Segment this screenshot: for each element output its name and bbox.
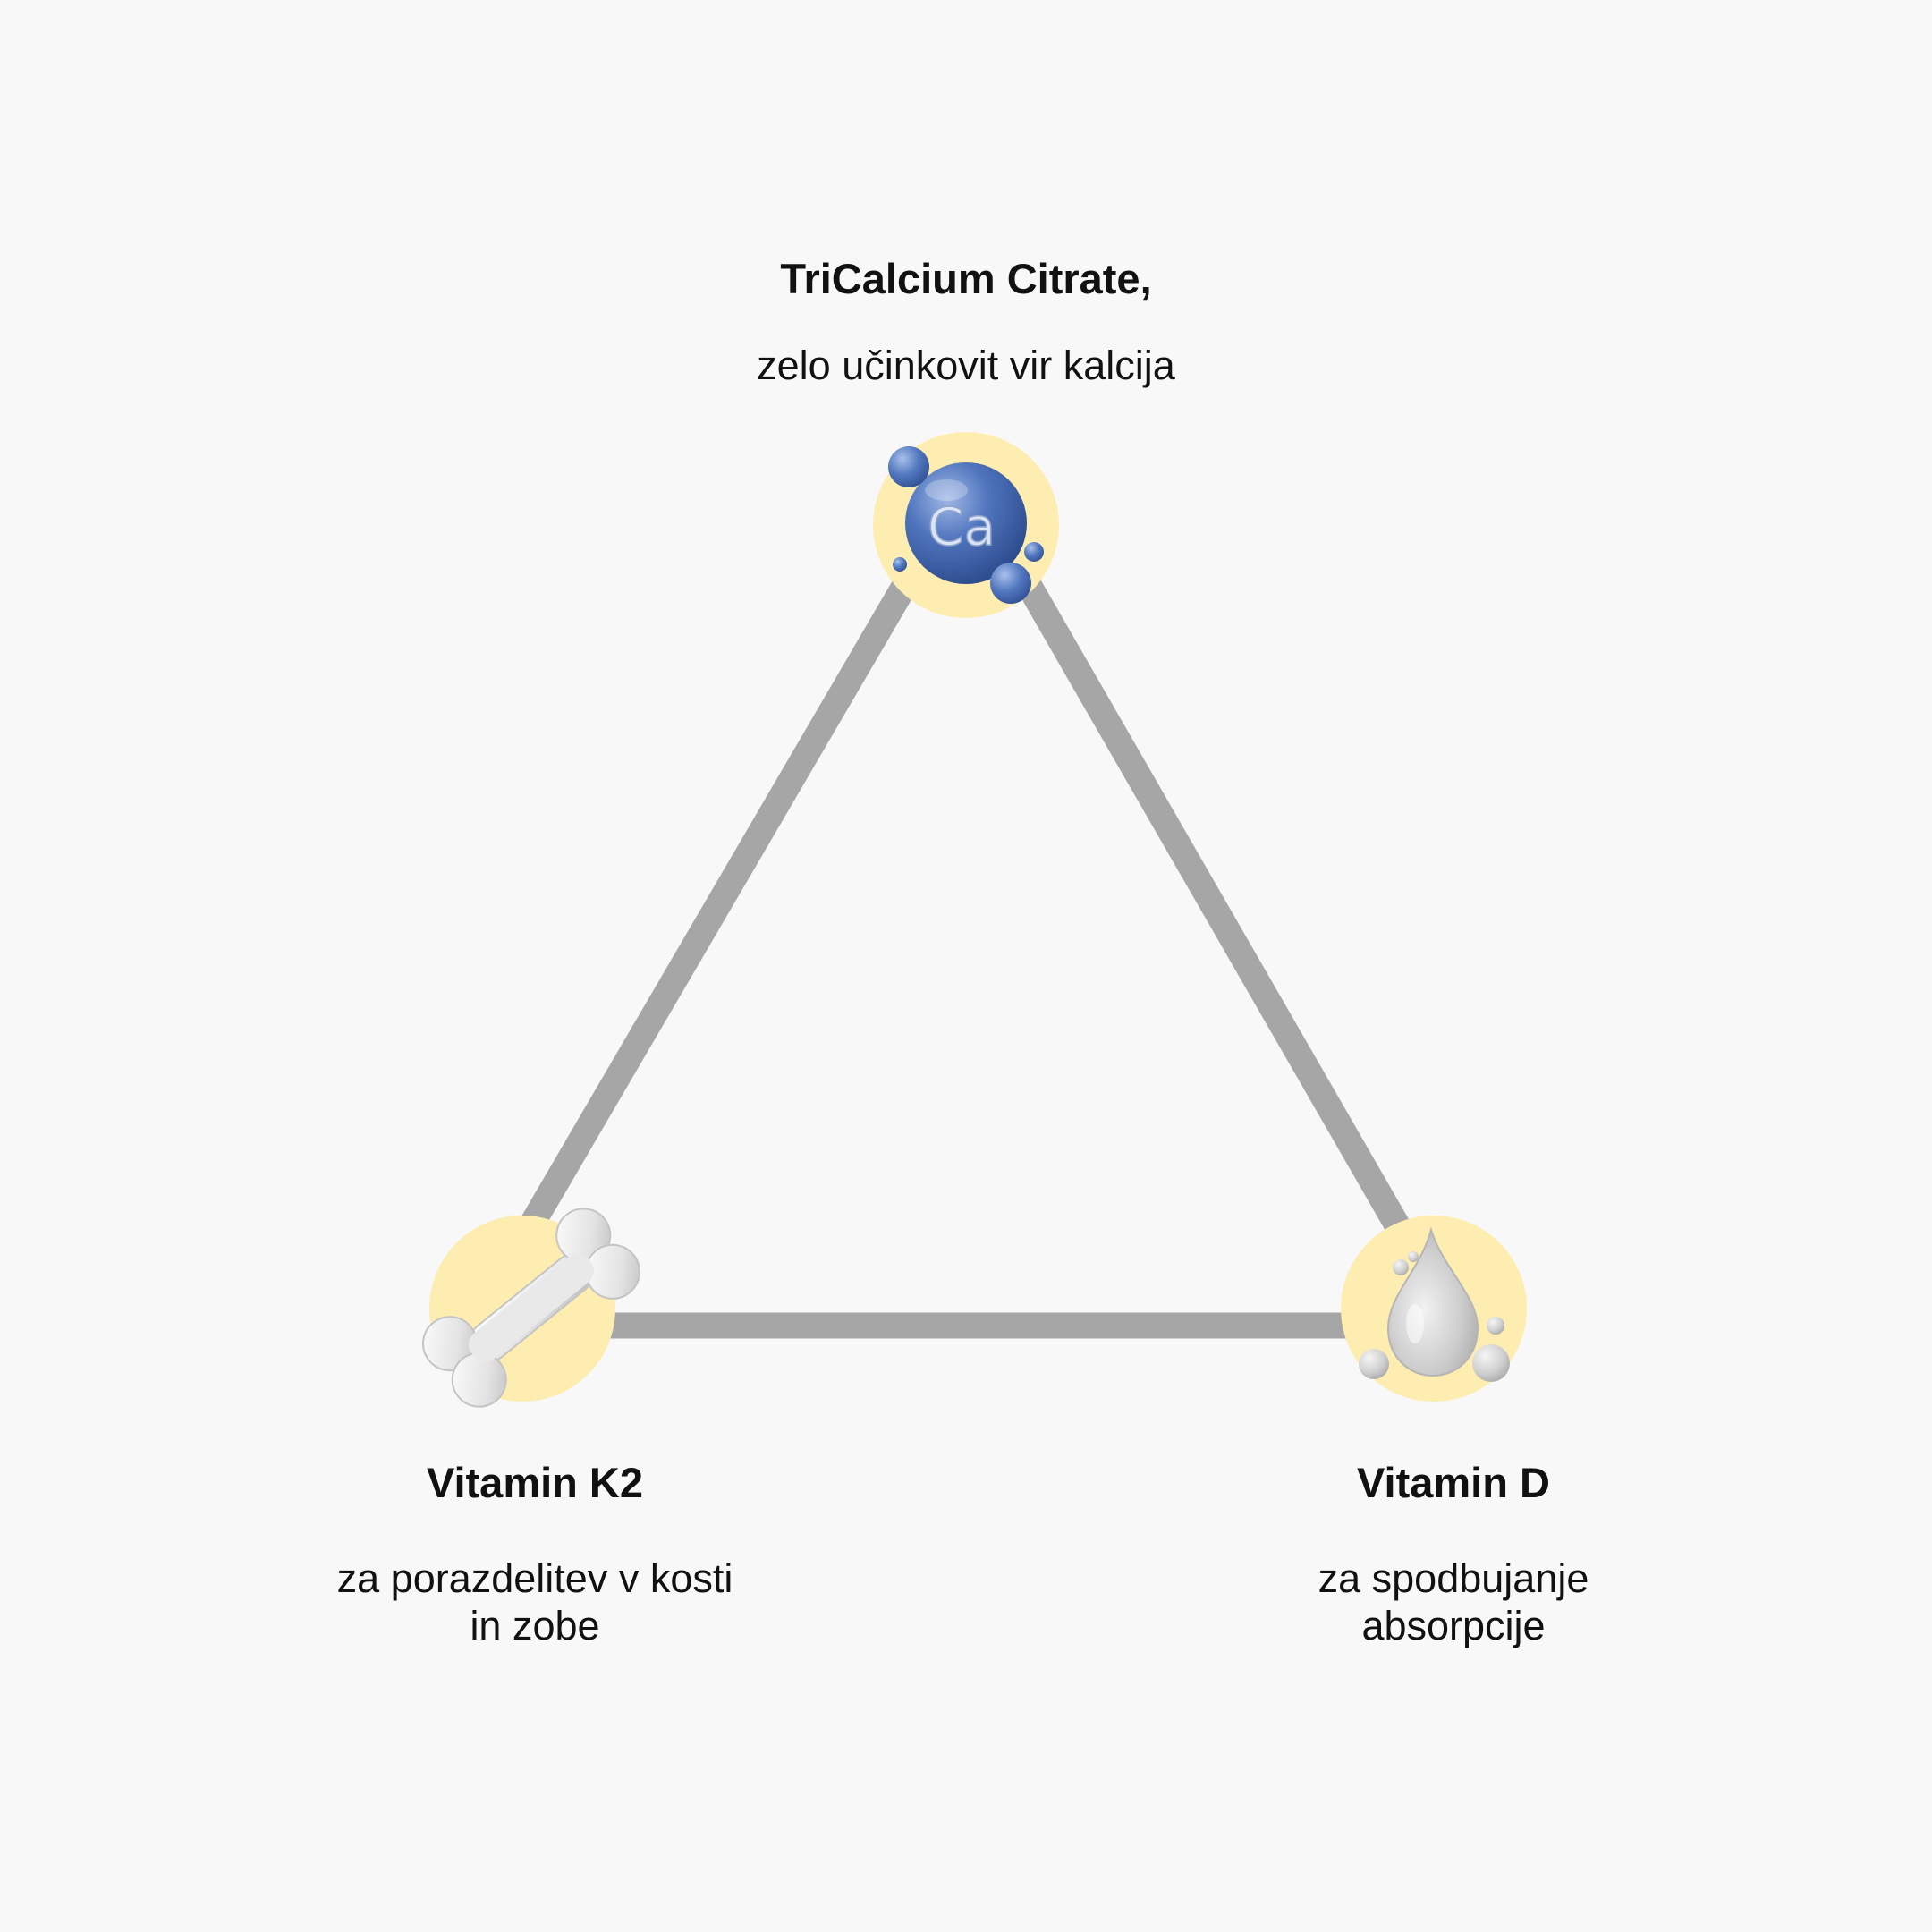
vitamin-d-description-line1: za spodbujanje [1318, 1555, 1589, 1601]
calcium-description: zelo učinkovit vir kalcija [608, 342, 1324, 389]
calcium-title: TriCalcium Citrate, [780, 255, 1152, 302]
vitamin-k2-title: Vitamin K2 [426, 1459, 644, 1506]
vitamin-d-description: za spodbujanje absorpcije [1185, 1555, 1722, 1649]
vitamin-k2-description-line2: in zobe [470, 1603, 600, 1649]
vitamin-d-description-line2: absorpcije [1361, 1603, 1546, 1649]
vitamin-k2-description: za porazdelitev v kosti in zobe [267, 1555, 803, 1649]
vitamin-k2-description-line1: za porazdelitev v kosti [336, 1555, 733, 1601]
triangle-connectors [514, 565, 1414, 1339]
connector-left-edge [514, 565, 924, 1241]
calcium-description-text: zelo učinkovit vir kalcija [757, 343, 1175, 388]
calcium-symbol: Ca [928, 496, 996, 557]
connector-right-edge [1010, 565, 1414, 1241]
calcium-molecule-icon: Ca [888, 446, 1044, 604]
node-calcium: Ca [873, 432, 1059, 618]
bone-icon [422, 1208, 640, 1408]
vitamin-d-title: Vitamin D [1357, 1459, 1550, 1506]
node-vitamin-k2 [422, 1208, 640, 1408]
node-vitamin-d [1341, 1216, 1527, 1402]
water-drop-icon [1359, 1226, 1510, 1382]
